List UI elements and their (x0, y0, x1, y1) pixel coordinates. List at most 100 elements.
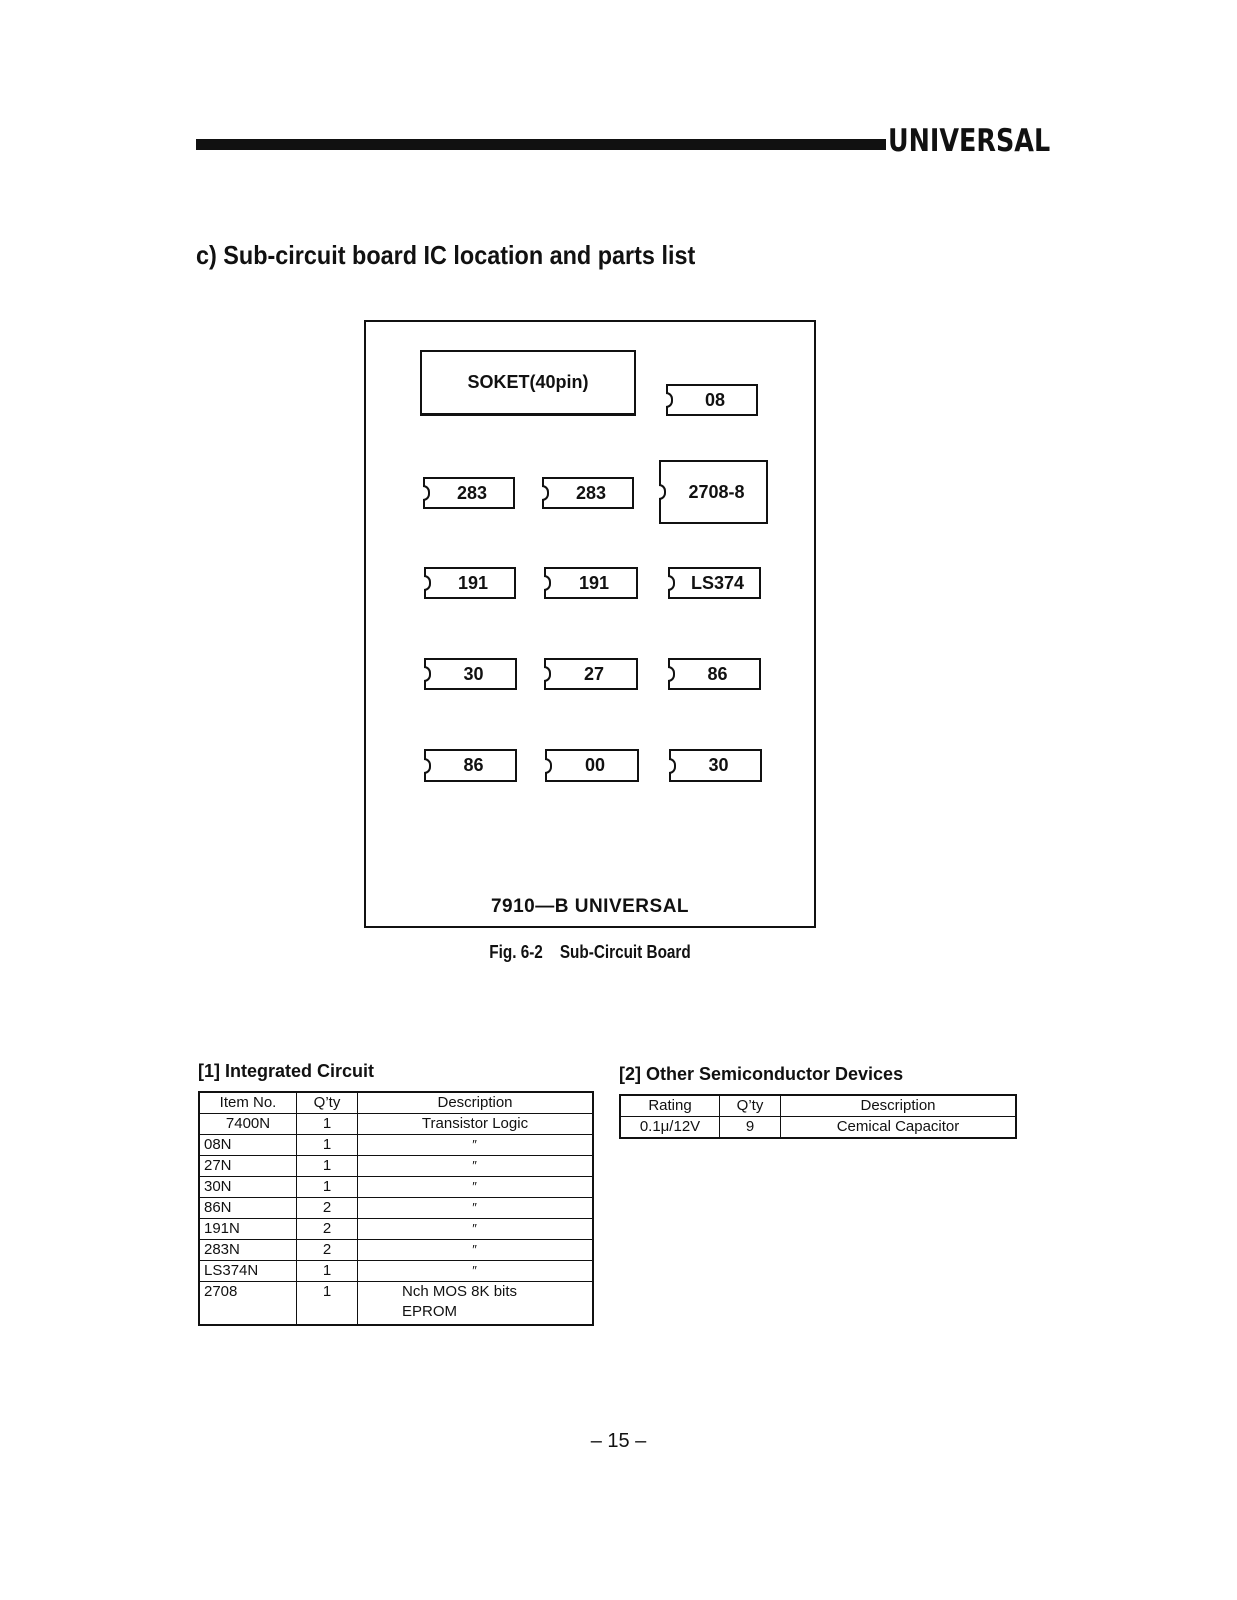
description: Transistor Logic (357, 1113, 594, 1135)
header-rule (196, 139, 886, 150)
semiconductor-table-heading: [2] Other Semiconductor Devices (619, 1064, 904, 1084)
section-title: c) Sub-circuit board IC location and par… (196, 240, 696, 270)
qty: 1 (296, 1176, 358, 1198)
column-header: Q’ty (296, 1091, 358, 1114)
chip-283-a: 283 (423, 477, 515, 509)
qty: 1 (296, 1113, 358, 1135)
ic-parts-table: Item No. Q’ty Description 7400N 1 Transi… (198, 1091, 594, 1326)
column-header: Description (780, 1094, 1017, 1117)
chip-notch-icon (669, 757, 676, 774)
table-row: 7400N 1 Transistor Logic (198, 1113, 594, 1135)
item-no: 2708 (198, 1281, 297, 1326)
description: ″ (357, 1176, 594, 1198)
rating: 0.1μ/12V (619, 1116, 720, 1139)
chip-notch-icon (544, 575, 551, 591)
table-row: 08N 1 ″ (198, 1134, 594, 1156)
description: ″ (357, 1218, 594, 1240)
description: Cemical Capacitor (780, 1116, 1017, 1139)
chip-notch-icon (545, 757, 552, 774)
chip-label: 00 (584, 755, 606, 775)
table-header-row: Item No. Q’ty Description (198, 1091, 594, 1114)
chip-283-b: 283 (542, 477, 634, 509)
chip-notch-icon (544, 666, 551, 682)
item-no: 283N (198, 1239, 297, 1261)
description: ″ (357, 1134, 594, 1156)
chip-notch-icon (542, 485, 549, 501)
table-row: 191N 2 ″ (198, 1218, 594, 1240)
chip-191-b: 191 (544, 567, 638, 599)
figure-caption: Fig. 6-2 Sub-Circuit Board (489, 942, 691, 962)
chip-label: 191 (457, 572, 489, 593)
item-no: 08N (198, 1134, 297, 1156)
qty: 1 (296, 1155, 358, 1177)
item-no: 86N (198, 1197, 297, 1219)
semiconductor-parts-table: Rating Q’ty Description 0.1μ/12V 9 Cemic… (619, 1094, 1017, 1139)
qty: 2 (296, 1218, 358, 1240)
column-header: Rating (619, 1094, 720, 1117)
chip-notch-icon (423, 485, 430, 501)
chip-label: LS374 (690, 572, 745, 593)
column-header: Item No. (198, 1091, 297, 1114)
qty: 2 (296, 1197, 358, 1219)
table-header-row: Rating Q’ty Description (619, 1094, 1017, 1117)
board-label: 7910—B UNIVERSAL (490, 896, 690, 917)
description: ″ (357, 1155, 594, 1177)
socket-40pin: SOKET(40pin) (420, 350, 636, 416)
chip-ls374: LS374 (668, 567, 761, 599)
chip-2708-8: 2708-8 (659, 460, 768, 524)
description: ″ (357, 1260, 594, 1282)
chip-label: 27 (583, 663, 605, 684)
chip-label: 2708-8 (688, 481, 745, 502)
chip-label: 86 (707, 663, 728, 684)
chip-86-a: 86 (668, 658, 761, 690)
chip-08: 08 (666, 384, 758, 416)
chip-label: 283 (456, 482, 488, 503)
table-row: 0.1μ/12V 9 Cemical Capacitor (619, 1116, 1017, 1139)
chip-191-a: 191 (424, 567, 516, 599)
chip-label: 283 (575, 482, 607, 503)
table-row: LS374N 1 ″ (198, 1260, 594, 1282)
chip-notch-icon (668, 575, 675, 591)
qty: 1 (296, 1134, 358, 1156)
sub-circuit-board: SOKET(40pin) 08 283 283 2708-8 191 191 L… (364, 320, 816, 928)
table-row: 2708 1 Nch MOS 8K bits EPROM (198, 1281, 594, 1326)
description-line: Nch MOS 8K bits (402, 1283, 518, 1300)
item-no: LS374N (198, 1260, 297, 1282)
chip-notch-icon (424, 666, 431, 682)
description: ″ (357, 1197, 594, 1219)
chip-label: 191 (578, 572, 610, 593)
qty: 2 (296, 1239, 358, 1261)
table-row: 283N 2 ″ (198, 1239, 594, 1261)
qty: 1 (296, 1260, 358, 1282)
item-no: 27N (198, 1155, 297, 1177)
column-header: Q’ty (719, 1094, 781, 1117)
chip-label: 08 (704, 389, 726, 410)
description: ″ (357, 1239, 594, 1261)
chip-label: 30 (463, 663, 484, 684)
ic-table-heading: [1] Integrated Circuit (198, 1061, 375, 1081)
table-row: 86N 2 ″ (198, 1197, 594, 1219)
chip-notch-icon (424, 575, 431, 591)
table-row: 30N 1 ″ (198, 1176, 594, 1198)
item-no: 7400N (198, 1113, 297, 1135)
chip-label: 86 (463, 755, 484, 775)
brand-logo: UNIVERSAL (888, 123, 1051, 159)
chip-notch-icon (666, 392, 673, 408)
description-line: EPROM (402, 1303, 458, 1320)
item-no: 30N (198, 1176, 297, 1198)
chip-label: 30 (708, 755, 729, 775)
qty: 1 (296, 1281, 358, 1326)
table-row: 27N 1 ″ (198, 1155, 594, 1177)
chip-00: 00 (545, 749, 639, 782)
chip-notch-icon (668, 666, 675, 682)
chip-86-b: 86 (424, 749, 517, 782)
chip-notch-icon (659, 484, 666, 500)
chip-notch-icon (424, 757, 431, 774)
item-no: 191N (198, 1218, 297, 1240)
chip-27: 27 (544, 658, 638, 690)
page-number: – 15 – (590, 1430, 647, 1452)
description: Nch MOS 8K bits EPROM (357, 1281, 594, 1326)
chip-30-a: 30 (424, 658, 517, 690)
chip-30-b: 30 (669, 749, 762, 782)
qty: 9 (719, 1116, 781, 1139)
